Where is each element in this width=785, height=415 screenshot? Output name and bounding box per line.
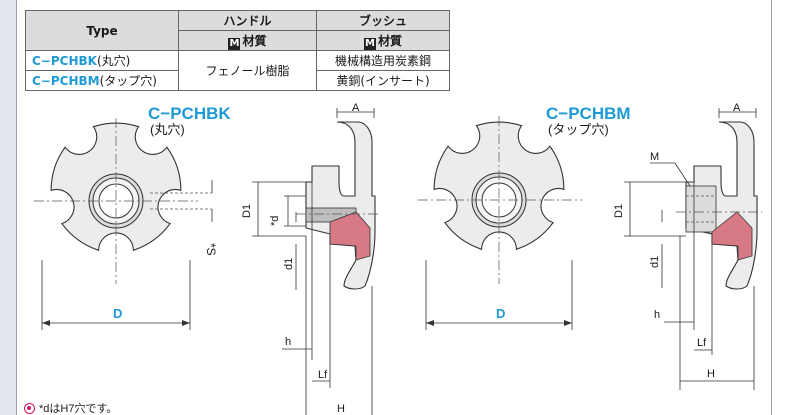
left-drawing-title: C−PCHBK <box>148 104 231 123</box>
left-side-view: A D1 *d d1 h Lf H <box>241 102 380 415</box>
dim-D-label: D <box>113 306 122 321</box>
material-label: 材質 <box>377 33 402 48</box>
right-side-view: A M D1 d1 h Lf H <box>613 102 762 390</box>
dim-S-label: *S <box>204 243 218 256</box>
dim-h-label-left: h <box>285 336 291 348</box>
dim-D-label-right: D <box>496 306 505 321</box>
dim-d-label: *d <box>269 216 281 226</box>
footnote: *dはH7穴です。 <box>24 400 117 415</box>
material-label: 材質 <box>242 33 267 48</box>
part-number-cell: C−PCHBM(タップ穴) <box>25 70 179 91</box>
part-number: C−PCHBM <box>32 73 100 88</box>
left-front-view: *S D <box>34 118 218 330</box>
dim-d1-label-right: d1 <box>649 256 661 268</box>
part-suffix: (丸穴) <box>96 53 131 68</box>
dim-Lf-label-left: Lf <box>318 369 328 381</box>
dim-H-label-left: H <box>337 403 345 415</box>
dim-h-label-right: h <box>654 309 660 321</box>
dim-A-label-left: A <box>352 102 360 114</box>
dim-D1-label-left: D1 <box>241 204 253 218</box>
info-bullet-icon <box>24 403 35 414</box>
right-drawing-subtitle: (タップ穴) <box>548 122 609 137</box>
dim-d1-label-left: d1 <box>283 258 295 270</box>
part-number-cell: C−PCHBK(丸穴) <box>25 50 179 71</box>
header-type: Type <box>25 10 179 51</box>
right-drawing-title: C−PCHBM <box>546 104 631 123</box>
left-drawing-subtitle: (丸穴) <box>150 122 185 137</box>
part-number: C−PCHBK <box>32 53 97 68</box>
bush-material: 機械構造用炭素鋼 <box>316 50 450 71</box>
material-icon: M <box>228 37 241 50</box>
part-suffix: (タップ穴) <box>99 73 157 88</box>
header-handle: ハンドル <box>178 10 317 31</box>
content-frame <box>16 0 772 415</box>
bush-material: 黄銅(インサート) <box>316 70 450 91</box>
footnote-text: *dはH7穴です。 <box>39 403 118 415</box>
dim-M-label: M <box>650 151 659 163</box>
dim-Lf-label-right: Lf <box>697 337 707 349</box>
material-icon: M <box>363 37 376 50</box>
header-bush: ブッシュ <box>316 10 450 31</box>
dim-H-label-right: H <box>707 368 715 380</box>
right-front-view: D <box>418 116 582 330</box>
dim-A-label-right: A <box>733 102 741 114</box>
handle-material: フェノール樹脂 <box>178 50 317 91</box>
dim-D1-label-right: D1 <box>613 204 625 218</box>
